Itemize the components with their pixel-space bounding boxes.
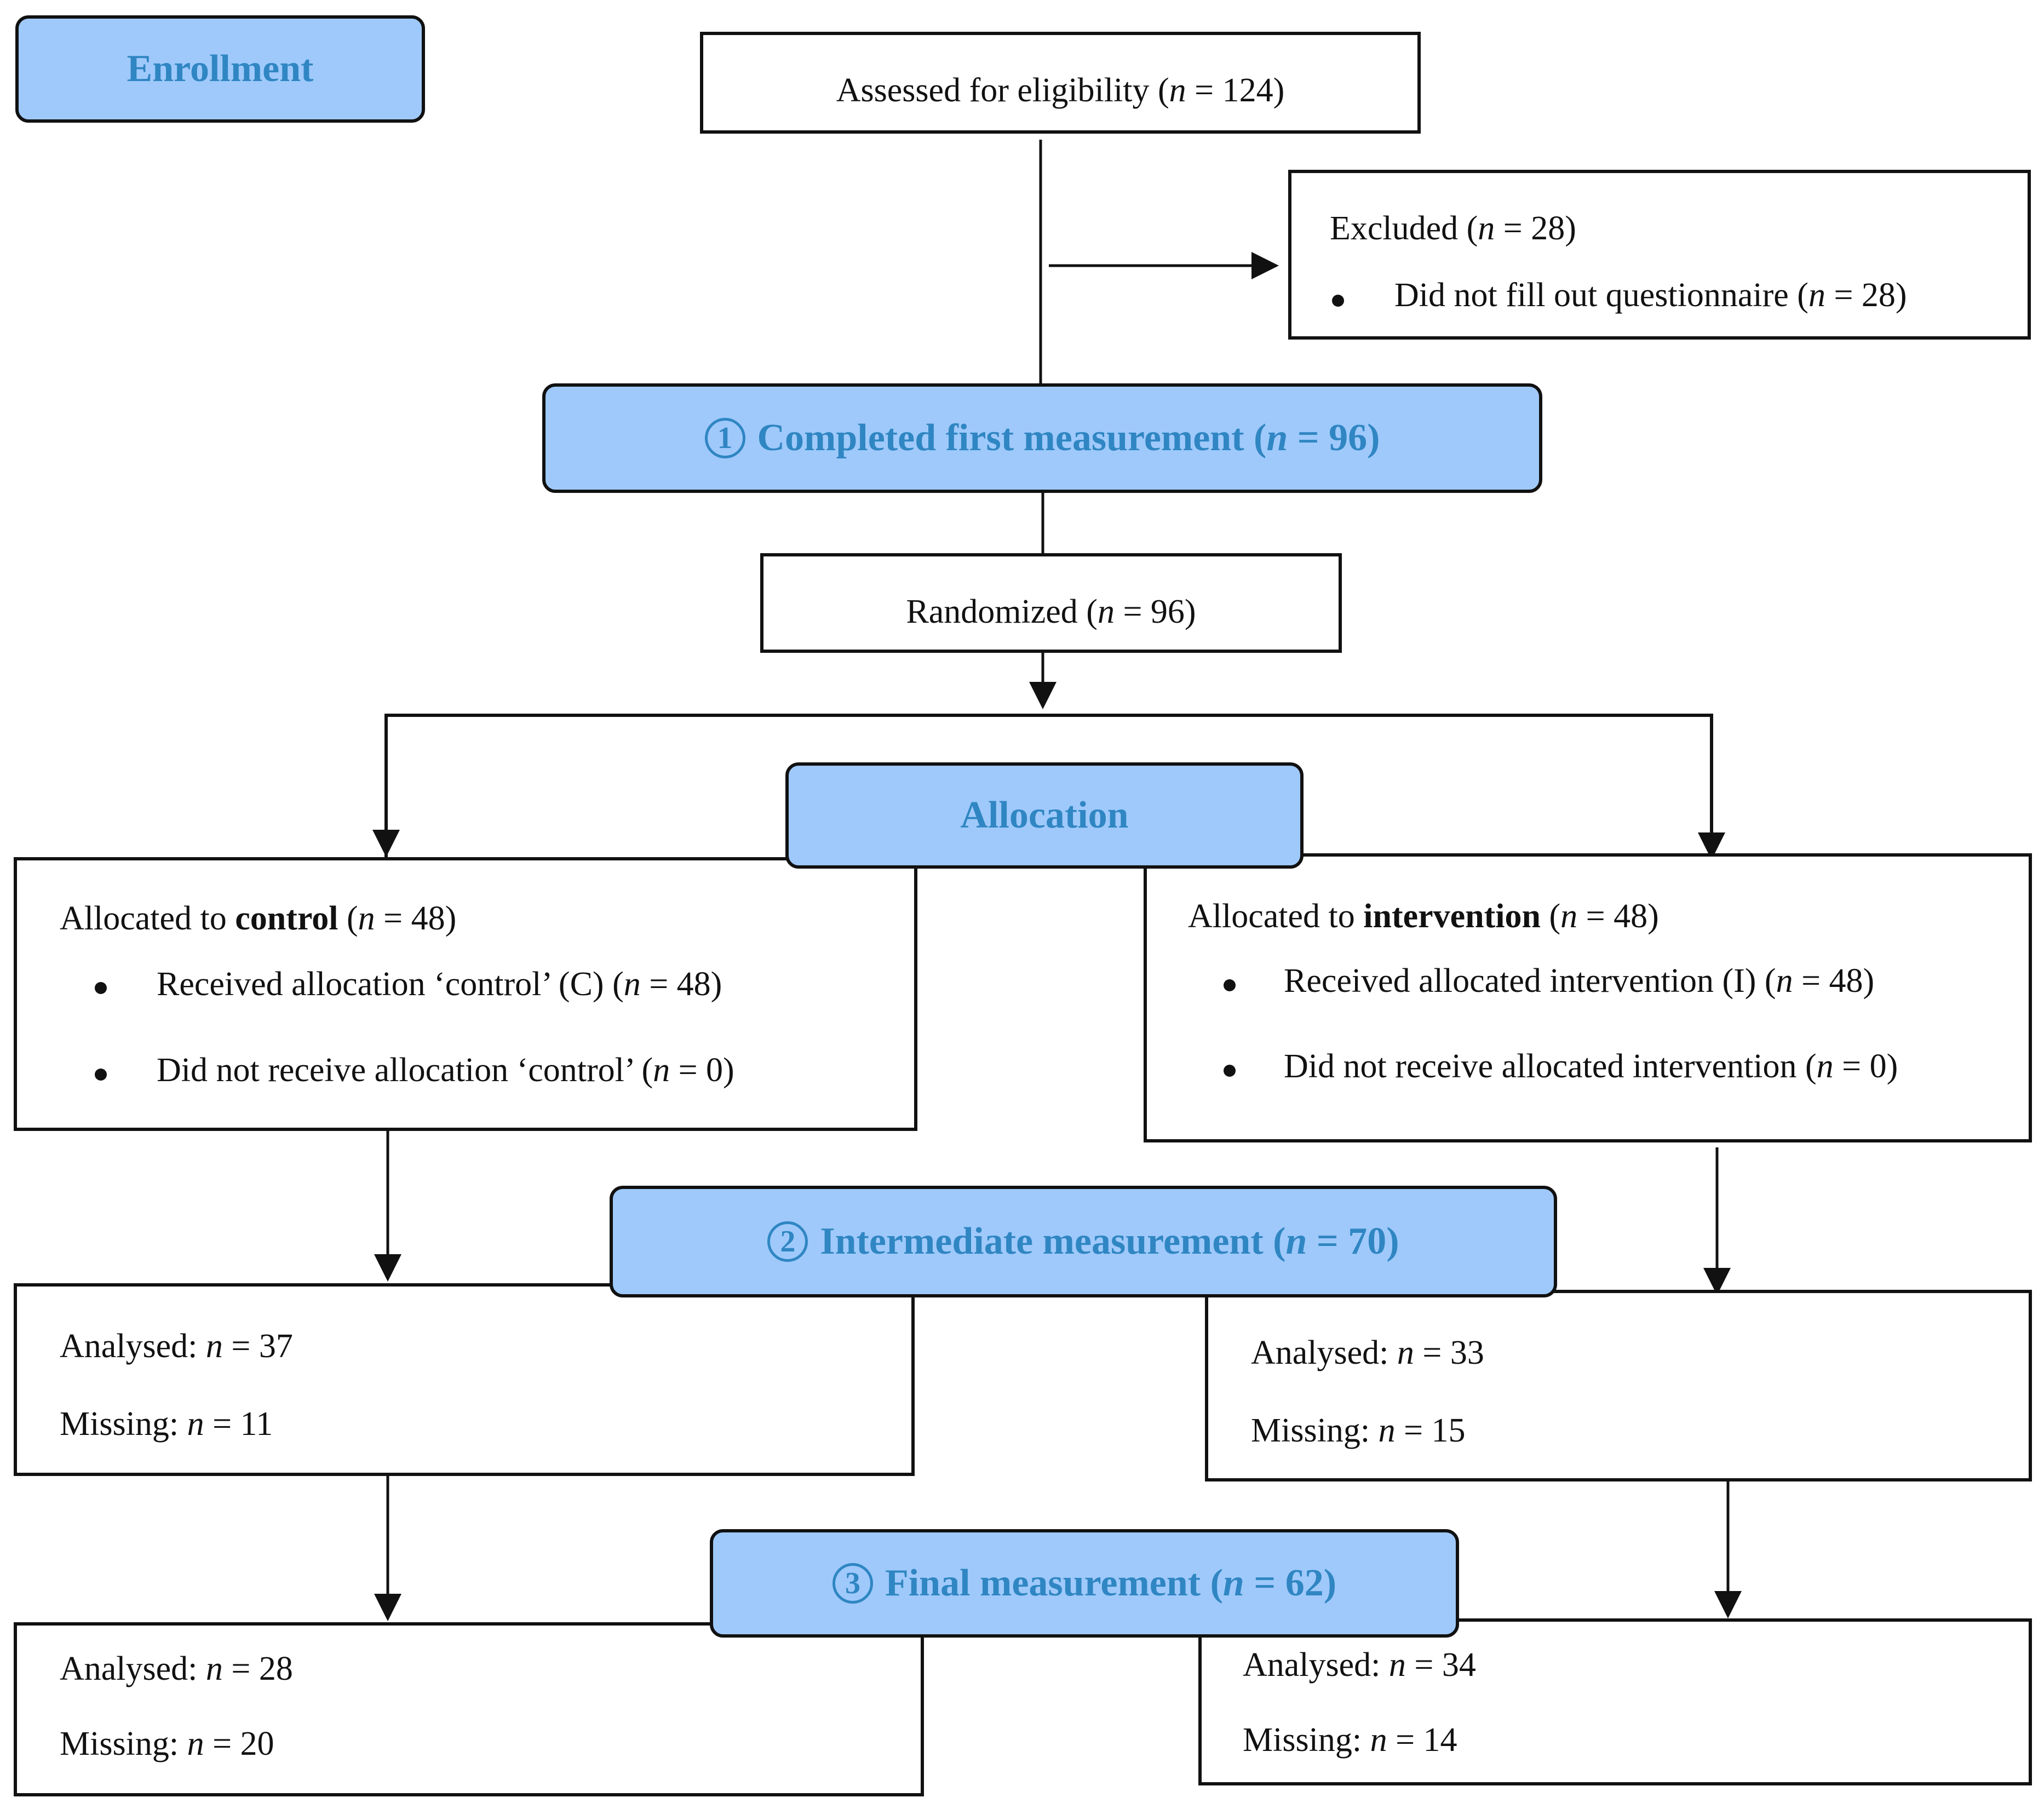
excluded-item: Did not fill out questionnaire (n = 28) <box>1394 277 1907 314</box>
circle-3-icon: 3 <box>832 1563 873 1604</box>
bullet-icon <box>95 1069 107 1081</box>
intervention-title: Allocated to intervention (n = 48) <box>1188 898 1659 935</box>
phase-intermediate-measurement: 2 Intermediate measurement (n = 70) <box>610 1186 1557 1297</box>
intervention-item-received: Received allocated intervention (I) (n =… <box>1284 962 1875 1000</box>
control-item-not-received: Did not receive allocation ‘control’ (n … <box>157 1052 734 1089</box>
control-final-analysed: Analysed: n = 28 <box>60 1650 293 1687</box>
circle-1-icon: 1 <box>704 418 745 458</box>
control-title: Allocated to control (n = 48) <box>60 900 457 937</box>
control-allocation-box: Allocated to control (n = 48) Received a… <box>14 857 917 1131</box>
phase-first-measurement: 1 Completed first measurement (n = 96) <box>542 383 1542 493</box>
intervention-final-missing: Missing: n = 14 <box>1243 1721 1457 1759</box>
bullet-icon <box>1332 295 1344 307</box>
control-final-box: Analysed: n = 28 Missing: n = 20 <box>14 1622 924 1796</box>
intervention-allocation-box: Allocated to intervention (n = 48) Recei… <box>1144 853 2032 1142</box>
bullet-icon <box>1224 979 1236 991</box>
phase-final-label: Final measurement (n = 62) <box>885 1562 1337 1604</box>
control-mid-analysed: Analysed: n = 37 <box>60 1328 293 1365</box>
intervention-final-analysed: Analysed: n = 34 <box>1243 1646 1476 1684</box>
phase-enrollment-label: Enrollment <box>127 48 314 90</box>
bullet-icon <box>95 982 107 994</box>
phase-intermediate-label: Intermediate measurement (n = 70) <box>820 1220 1399 1262</box>
circle-2-icon: 2 <box>767 1221 808 1262</box>
control-final-missing: Missing: n = 20 <box>60 1725 274 1762</box>
phase-enrollment: Enrollment <box>15 15 425 123</box>
control-intermediate-box: Analysed: n = 37 Missing: n = 11 <box>14 1283 915 1476</box>
control-item-received: Received allocation ‘control’ (C) (n = 4… <box>157 966 722 1003</box>
intervention-mid-missing: Missing: n = 15 <box>1251 1412 1466 1449</box>
phase-first-label: Completed first measurement (n = 96) <box>757 417 1380 459</box>
intervention-final-box: Analysed: n = 34 Missing: n = 14 <box>1198 1618 2032 1785</box>
excluded-box: Excluded (n = 28) Did not fill out quest… <box>1288 170 2031 340</box>
phase-allocation: Allocation <box>785 762 1304 869</box>
bullet-icon <box>1224 1065 1236 1077</box>
excluded-title: Excluded (n = 28) <box>1330 210 1576 247</box>
assessed-text: Assessed for eligibility (n = 124) <box>836 72 1285 109</box>
randomized-text: Randomized (n = 96) <box>906 593 1196 630</box>
intervention-mid-analysed: Analysed: n = 33 <box>1251 1334 1484 1371</box>
randomized-box: Randomized (n = 96) <box>760 553 1342 653</box>
control-mid-missing: Missing: n = 11 <box>60 1405 273 1443</box>
phase-final-measurement: 3 Final measurement (n = 62) <box>710 1529 1459 1638</box>
assessed-box: Assessed for eligibility (n = 124) <box>700 32 1421 134</box>
intervention-item-not-received: Did not receive allocated intervention (… <box>1284 1048 1898 1085</box>
intervention-intermediate-box: Analysed: n = 33 Missing: n = 15 <box>1205 1290 2032 1481</box>
phase-allocation-label: Allocation <box>960 794 1129 836</box>
